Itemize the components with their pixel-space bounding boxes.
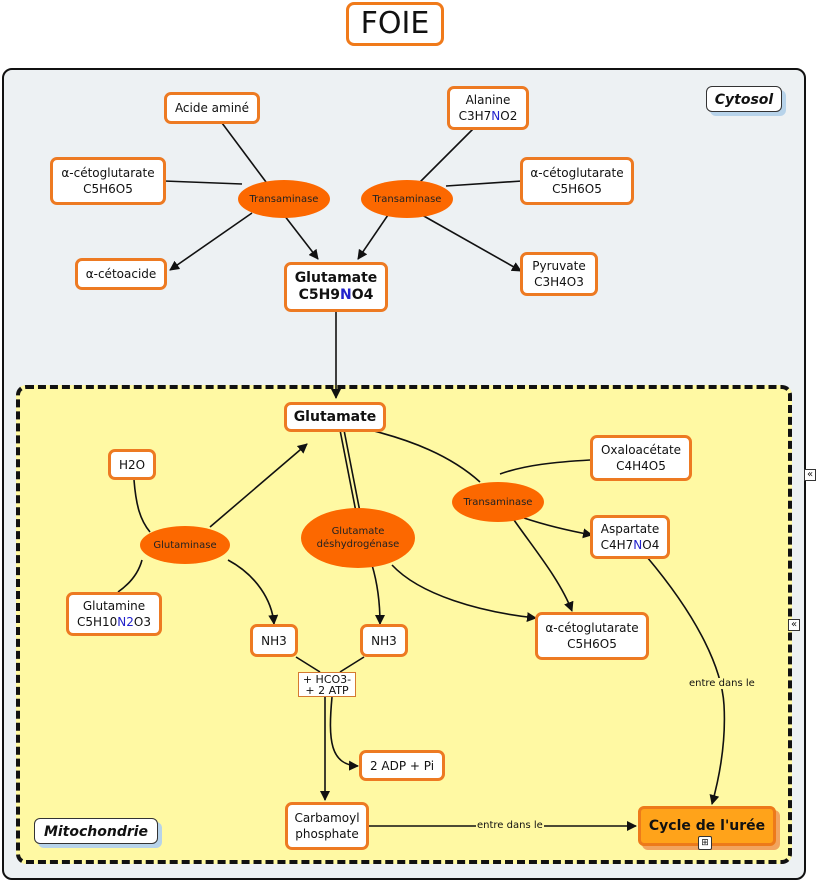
mitochondrie-label: Mitochondrie bbox=[34, 818, 158, 844]
arrow-trans-to-glutamate-2 bbox=[357, 214, 389, 260]
node-cetoacide[interactable]: α-cétoacide bbox=[75, 258, 167, 290]
node-akg-mito[interactable]: α-cétoglutarate C5H6O5 bbox=[535, 612, 649, 660]
enzyme-transaminase-mito[interactable]: Transaminase bbox=[452, 482, 544, 522]
node-name: Oxaloacétate bbox=[600, 443, 682, 457]
arrow-trans-to-aspartate bbox=[523, 517, 593, 539]
node-glutamate-mito[interactable]: Glutamate bbox=[284, 402, 386, 432]
node-akg-right[interactable]: α-cétoglutarate C5H6O5 bbox=[520, 157, 634, 205]
node-line1: + HCO3- bbox=[302, 673, 352, 686]
node-glutamine[interactable]: Glutamine C5H10N2O3 bbox=[66, 592, 162, 636]
arrow-trans-to-cetoacide bbox=[169, 212, 253, 271]
node-nh3-b[interactable]: NH3 bbox=[360, 624, 408, 657]
arrow-glutaminase-to-nh3 bbox=[227, 559, 279, 625]
line-akg-to-trans bbox=[163, 180, 243, 185]
node-cycle-uree[interactable]: Cycle de l'urée bbox=[638, 806, 776, 846]
cytosol-label: Cytosol bbox=[706, 86, 782, 112]
node-label: α-cétoacide bbox=[85, 267, 157, 281]
arrow-glutaminase-to-glutamate bbox=[209, 443, 308, 528]
node-label: NH3 bbox=[371, 633, 397, 648]
node-label: H2O bbox=[118, 457, 146, 472]
arrow-trans-to-pyruvate bbox=[421, 214, 522, 272]
arrow-hco3-to-adp bbox=[329, 696, 359, 771]
line-h2o-to-glutaminase bbox=[133, 479, 151, 533]
arrow-aspartate-to-uree bbox=[646, 556, 726, 805]
node-formula: C4H4O5 bbox=[616, 459, 666, 473]
node-line2: + 2 ATP bbox=[305, 684, 349, 697]
node-formula: C5H6O5 bbox=[567, 637, 617, 651]
line-glutamate-to-trans-mito bbox=[369, 429, 481, 483]
node-label: NH3 bbox=[261, 633, 287, 648]
enzyme-label-line2: déshydrogénase bbox=[316, 539, 400, 550]
enzyme-glutamate-deshydrogenase[interactable]: Glutamate déshydrogénase bbox=[301, 508, 415, 568]
node-name: Glutamate bbox=[294, 270, 378, 286]
node-h2o[interactable]: H2O bbox=[108, 449, 156, 480]
collapse-icon[interactable]: « bbox=[788, 619, 800, 631]
node-name: α-cétoglutarate bbox=[545, 621, 639, 635]
arrow-trans-to-akg bbox=[513, 519, 574, 612]
node-oxaloacetate[interactable]: Oxaloacétate C4H4O5 bbox=[590, 435, 692, 481]
map-icon[interactable]: ⊞ bbox=[698, 836, 712, 850]
node-nh3-a[interactable]: NH3 bbox=[250, 624, 298, 657]
node-pyruvate[interactable]: Pyruvate C3H4O3 bbox=[520, 252, 598, 296]
link-label-aspartate: entre dans le bbox=[688, 678, 756, 689]
enzyme-label: Transaminase bbox=[372, 193, 442, 205]
line-alanine-to-trans bbox=[419, 127, 475, 183]
node-formula: C5H9NO4 bbox=[298, 287, 374, 303]
node-label: Acide aminé bbox=[174, 101, 250, 115]
node-akg-left[interactable]: α-cétoglutarate C5H6O5 bbox=[50, 157, 166, 205]
node-name: Alanine bbox=[465, 93, 511, 107]
node-carbamoyl-phosphate[interactable]: Carbamoyl phosphate bbox=[285, 802, 369, 850]
enzyme-label: Transaminase bbox=[463, 496, 533, 508]
node-formula: C5H6O5 bbox=[552, 182, 602, 196]
node-name: α-cétoglutarate bbox=[61, 166, 155, 180]
node-hco3-atp[interactable]: + HCO3- + 2 ATP bbox=[298, 672, 356, 697]
node-label: Glutamate bbox=[293, 408, 377, 425]
line-oxalo-to-trans bbox=[499, 459, 591, 475]
enzyme-label: Transaminase bbox=[249, 193, 319, 205]
enzyme-label: Glutaminase bbox=[153, 539, 217, 551]
page-title: FOIE bbox=[346, 2, 444, 46]
node-formula: C5H6O5 bbox=[83, 182, 133, 196]
arrow-trans-to-glutamate bbox=[283, 214, 319, 260]
node-name: Glutamine bbox=[82, 599, 146, 613]
arrow-gdh-to-akg bbox=[391, 564, 537, 623]
node-aspartate[interactable]: Aspartate C4H7NO4 bbox=[590, 515, 670, 559]
node-name: Aspartate bbox=[600, 522, 660, 536]
node-formula: C3H7NO2 bbox=[458, 109, 518, 123]
line-nh3b-to-hco3 bbox=[339, 656, 365, 673]
node-alanine[interactable]: Alanine C3H7NO2 bbox=[447, 86, 529, 130]
link-label-carbamoyl: entre dans le bbox=[476, 820, 544, 831]
arrow-gdh-to-nh3 bbox=[371, 564, 385, 625]
node-formula: C5H10N2O3 bbox=[76, 615, 152, 629]
node-label: 2 ADP + Pi bbox=[369, 758, 435, 773]
node-formula: C4H7NO4 bbox=[600, 538, 660, 552]
line-glutamate-to-gdh bbox=[339, 429, 357, 513]
enzyme-glutaminase[interactable]: Glutaminase bbox=[140, 526, 230, 564]
enzyme-transaminase-right[interactable]: Transaminase bbox=[361, 180, 453, 218]
line-glutamate-to-gdh-2 bbox=[343, 429, 361, 513]
line-glutamine-to-glutaminase bbox=[117, 559, 143, 593]
node-acide-amine[interactable]: Acide aminé bbox=[164, 92, 260, 124]
node-line1: Carbamoyl bbox=[294, 811, 360, 825]
node-adp-pi[interactable]: 2 ADP + Pi bbox=[359, 750, 445, 781]
node-formula: C3H4O3 bbox=[534, 275, 584, 289]
collapse-icon[interactable]: « bbox=[804, 469, 816, 481]
enzyme-transaminase-left[interactable]: Transaminase bbox=[238, 180, 330, 218]
node-line2: phosphate bbox=[295, 827, 359, 841]
enzyme-label-line1: Glutamate bbox=[331, 526, 385, 537]
node-label: Cycle de l'urée bbox=[648, 818, 766, 834]
node-name: α-cétoglutarate bbox=[530, 166, 624, 180]
line-akg-right-to-trans bbox=[445, 180, 523, 187]
line-acide-to-trans bbox=[221, 122, 267, 183]
line-nh3a-to-hco3 bbox=[295, 656, 321, 673]
node-glutamate-cytosol[interactable]: Glutamate C5H9NO4 bbox=[284, 262, 388, 312]
node-name: Pyruvate bbox=[532, 259, 586, 273]
